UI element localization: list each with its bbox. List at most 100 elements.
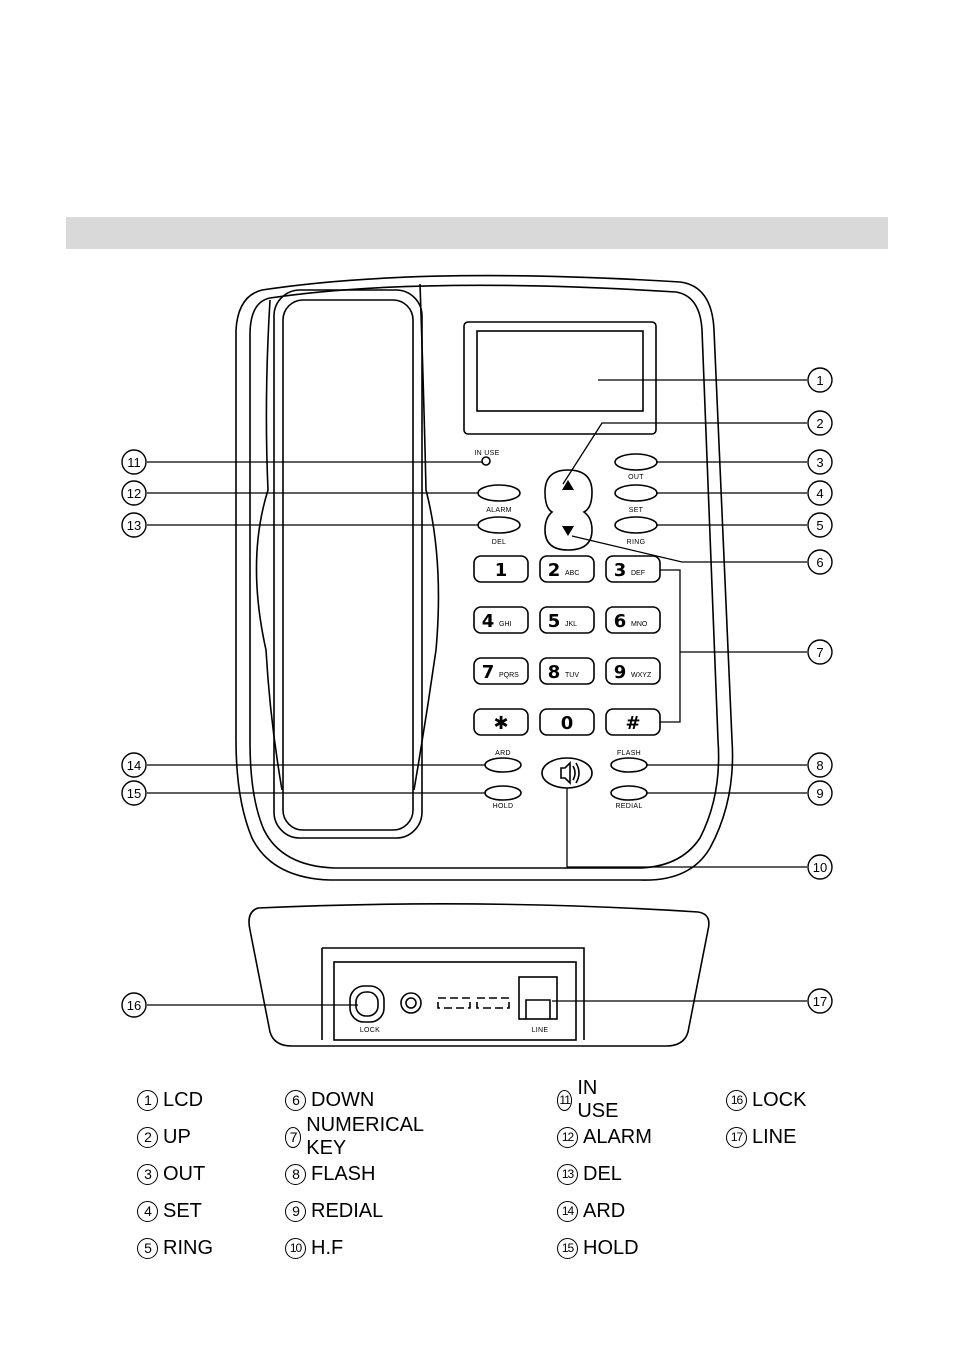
callout-number: 14 xyxy=(127,758,141,773)
leader-10 xyxy=(566,788,807,868)
legend-label: DEL xyxy=(583,1162,622,1185)
legend-number: 6 xyxy=(285,1089,306,1111)
legend-number: 17 xyxy=(726,1126,747,1148)
keypad-key-digit: 5 xyxy=(548,611,561,632)
legend-label: SET xyxy=(163,1199,202,1222)
legend-label: UP xyxy=(163,1125,191,1148)
keypad-key-12[interactable]: # xyxy=(605,708,661,736)
lock-label: LOCK xyxy=(360,1027,380,1034)
callout-6: 6 xyxy=(807,549,833,575)
keypad-key-letters: JKL xyxy=(565,621,577,628)
line-jack-slot xyxy=(525,999,551,1019)
callout-3: 3 xyxy=(807,449,833,475)
up-down-rocker[interactable] xyxy=(544,469,593,551)
callout-number: 6 xyxy=(816,555,823,570)
phone-body-outer xyxy=(235,274,734,881)
callout-10: 10 xyxy=(807,854,833,880)
legend-number: 8 xyxy=(285,1163,306,1185)
keypad-key-digit: 3 xyxy=(614,560,627,581)
alarm-button[interactable] xyxy=(477,484,521,502)
phone-rear-outer xyxy=(248,903,710,1047)
callout-number: 4 xyxy=(816,486,823,501)
callout-13: 13 xyxy=(121,512,147,538)
legend-number: 13 xyxy=(557,1163,578,1185)
callout-17: 17 xyxy=(807,988,833,1014)
ring-button[interactable] xyxy=(614,516,658,534)
out-button[interactable] xyxy=(614,453,658,471)
line-jack[interactable] xyxy=(518,976,558,1020)
lcd-bezel xyxy=(463,321,657,435)
keypad-key-digit: 8 xyxy=(548,662,561,683)
keypad-key-letters: ABC xyxy=(565,570,579,577)
set-label: SET xyxy=(629,507,644,514)
callout-number: 12 xyxy=(127,486,141,501)
del-label: DEL xyxy=(492,539,507,546)
in-use-label: IN USE xyxy=(474,450,499,457)
rear-slot-2 xyxy=(476,997,510,1009)
leader-7 xyxy=(660,569,807,723)
legend-number: 15 xyxy=(557,1237,578,1259)
in-use-led xyxy=(481,456,491,466)
alarm-label: ALARM xyxy=(486,507,512,514)
ard-button[interactable] xyxy=(484,757,522,773)
flash-button[interactable] xyxy=(610,757,648,773)
legend-label: OUT xyxy=(163,1162,206,1185)
keypad-key-letters: MNO xyxy=(631,621,648,628)
redial-button[interactable] xyxy=(610,785,648,801)
del-button[interactable] xyxy=(477,516,521,534)
rear-slot-1 xyxy=(437,997,471,1009)
keypad-key-digit: 2 xyxy=(548,560,561,581)
leader-6 xyxy=(571,535,807,563)
callout-5: 5 xyxy=(807,512,833,538)
legend-label: ARD xyxy=(583,1199,626,1222)
callout-1: 1 xyxy=(807,367,833,393)
phone-rear-panel xyxy=(321,947,585,1040)
keypad-key-11[interactable]: 0 xyxy=(539,708,595,736)
set-button[interactable] xyxy=(614,484,658,502)
section-header-bar xyxy=(66,217,888,249)
down-arrow-icon xyxy=(562,526,574,536)
callout-number: 7 xyxy=(816,645,823,660)
callout-number: 11 xyxy=(127,455,141,470)
lock-switch-inner xyxy=(355,991,379,1017)
callout-7: 7 xyxy=(807,639,833,665)
leader-2 xyxy=(562,422,807,485)
legend-label: HOLD xyxy=(583,1236,639,1259)
hands-free-button[interactable] xyxy=(541,757,593,789)
keypad-key-letters: PQRS xyxy=(499,672,519,679)
callout-number: 10 xyxy=(813,860,827,875)
keypad-key-2[interactable]: 2 ABC xyxy=(539,555,595,583)
lock-switch[interactable] xyxy=(349,985,385,1023)
legend-number: 14 xyxy=(557,1200,578,1222)
callout-2: 2 xyxy=(807,410,833,436)
cradle-right-line xyxy=(413,283,440,791)
callout-11: 11 xyxy=(121,449,147,475)
ring-label: RING xyxy=(627,539,646,546)
handset-inner xyxy=(282,299,414,831)
hold-button[interactable] xyxy=(484,785,522,801)
flash-label: FLASH xyxy=(617,750,641,757)
keypad-key-5[interactable]: 5 JKL xyxy=(539,606,595,634)
keypad-key-10[interactable]: ✱ xyxy=(473,708,529,736)
legend-label: NUMERICAL KEY xyxy=(306,1114,424,1159)
keypad-key-1[interactable]: 1 xyxy=(473,555,529,583)
callout-number: 1 xyxy=(816,373,823,388)
callout-9: 9 xyxy=(807,780,833,806)
callout-number: 3 xyxy=(816,455,823,470)
cradle-left-line xyxy=(255,299,283,791)
